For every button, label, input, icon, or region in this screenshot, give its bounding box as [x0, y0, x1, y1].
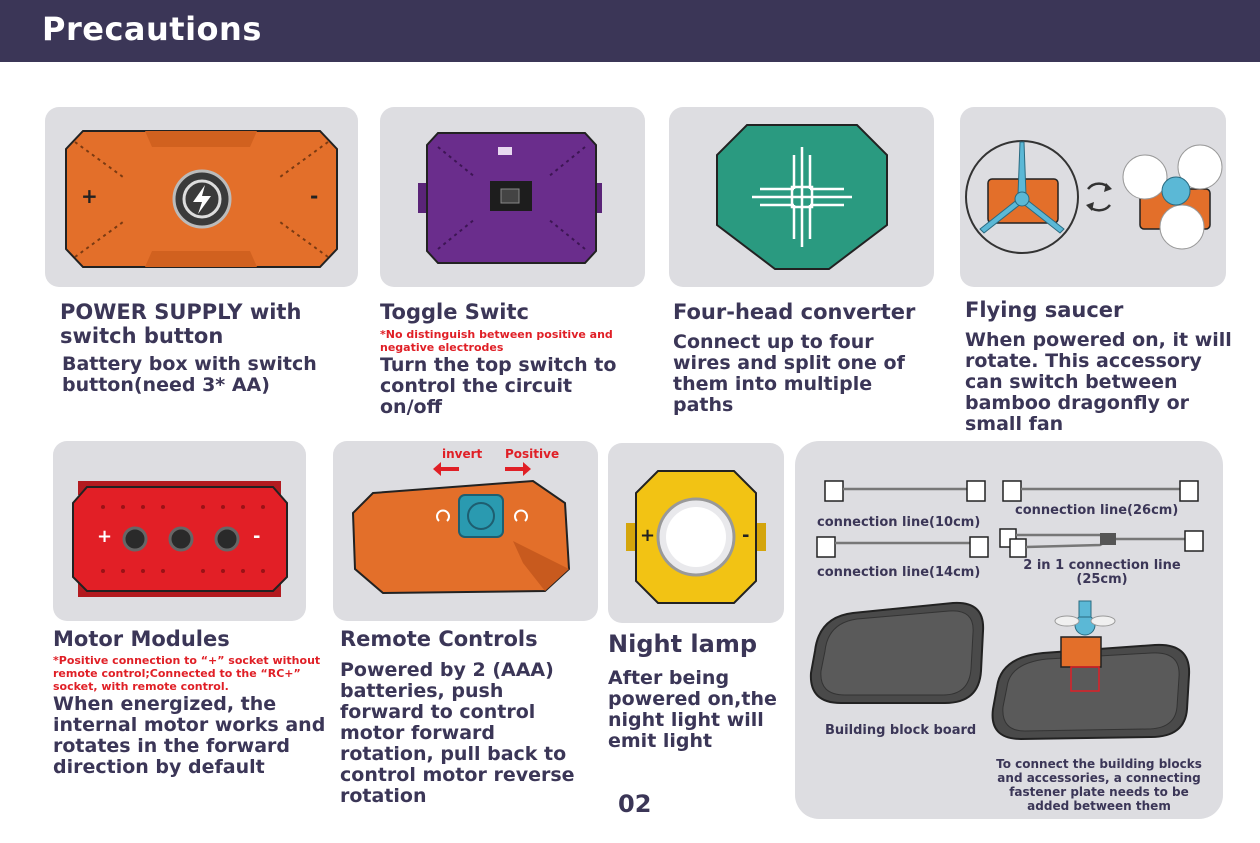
accessories-image — [809, 480, 1204, 741]
power-supply-desc: Battery box with switch button(need 3* A… — [62, 353, 317, 396]
board-with-fastener-icon — [991, 600, 1191, 741]
connection-line-14cm-label: connection line(14cm) — [817, 565, 981, 580]
four-head-converter-desc: Connect up to four wires and split one o… — [673, 331, 905, 416]
remote-control-title: Remote Controls — [340, 627, 538, 651]
building-block-board-label: Building block board — [825, 723, 977, 738]
lightning-icon — [193, 185, 211, 214]
battery-minus-label: - — [310, 184, 319, 208]
motor-module-title: Motor Modules — [53, 627, 230, 651]
motor-socket-icons — [122, 526, 240, 552]
arrow-left-icon — [433, 462, 459, 476]
connection-line-10cm-label: connection line(10cm) — [817, 515, 981, 530]
invert-label: invert — [442, 447, 483, 461]
night-lamp-desc: After being powered on,the night light w… — [608, 667, 777, 752]
remote-control-desc: Powered by 2 (AAA) batteries, push forwa… — [340, 659, 575, 807]
night-lamp-minus-label: - — [742, 525, 750, 546]
connection-line-14cm-icon — [816, 536, 989, 558]
remote-control-image — [351, 462, 571, 595]
circuit-icon — [752, 147, 852, 247]
night-lamp-plus-label: + — [640, 525, 656, 546]
two-in-one-line-label: 2 in 1 connection line (25cm) — [1023, 558, 1181, 587]
flying-saucer-title: Flying saucer — [965, 298, 1124, 322]
battery-plus-label: + — [81, 184, 98, 208]
power-supply-card: + - — [45, 107, 358, 287]
motor-module-note: *Positive connection to “+” socket witho… — [53, 654, 321, 693]
motor-plus-label: + — [97, 526, 113, 547]
two-in-one-line-icon — [999, 528, 1204, 558]
flying-saucer-image — [965, 140, 1223, 254]
connection-line-26cm-icon — [1002, 480, 1199, 502]
toggle-switch-desc: Turn the top switch to control the circu… — [380, 354, 617, 418]
accessories-card — [795, 441, 1223, 819]
four-head-converter-title: Four-head converter — [673, 300, 916, 324]
flying-saucer-card — [960, 107, 1226, 287]
toggle-switch-image — [418, 132, 602, 264]
lamp-light-icon — [666, 507, 726, 567]
motor-module-desc: When energized, the internal motor works… — [53, 693, 326, 778]
night-lamp-card: + - — [608, 443, 784, 623]
page-title: Precautions — [42, 10, 262, 48]
positive-label: Positive — [505, 447, 560, 461]
motor-minus-label: - — [253, 526, 261, 547]
four-head-converter-card — [669, 107, 934, 287]
four-head-converter-image — [716, 124, 888, 270]
connection-line-10cm-icon — [824, 480, 986, 502]
toggle-switch-note: *No distinguish between positive and neg… — [380, 328, 613, 354]
rotate-left-icon — [436, 509, 450, 522]
page-header: Precautions — [0, 0, 1260, 62]
remote-control-card — [333, 441, 598, 621]
connection-line-26cm-label: connection line(26cm) — [1015, 503, 1179, 518]
rotate-right-icon — [514, 509, 528, 522]
toggle-switch-title: Toggle Switc — [380, 300, 529, 324]
night-lamp-title: Night lamp — [608, 630, 758, 658]
flying-saucer-desc: When powered on, it will rotate. This ac… — [965, 329, 1232, 435]
motor-module-image — [72, 481, 288, 597]
toggle-switch-card — [380, 107, 645, 287]
battery-box-image — [65, 130, 338, 268]
fastener-note: To connect the building blocks and acces… — [996, 757, 1202, 813]
arrow-right-icon — [505, 462, 531, 476]
power-supply-title: POWER SUPPLY with switch button — [60, 300, 302, 348]
page-number: 02 — [618, 790, 652, 818]
building-block-board-icon — [809, 601, 985, 704]
motor-module-card: + - — [53, 441, 306, 621]
night-lamp-image — [626, 470, 766, 604]
